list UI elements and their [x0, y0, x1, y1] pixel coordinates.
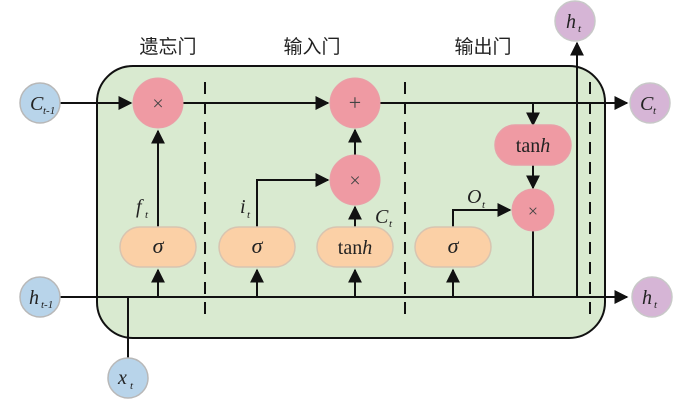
edge-it-to-input-mul	[256, 173, 330, 227]
node-h-prev: h t-1	[19, 276, 61, 318]
act-cell-tanh: tanh	[494, 124, 572, 166]
x-label: x	[117, 367, 127, 389]
h-out-right-sub: t	[654, 299, 658, 311]
node-c-prev: C t-1	[19, 82, 61, 124]
node-h-out-top: h t	[554, 0, 596, 42]
x-sub: t	[130, 380, 134, 392]
ft-sub: t	[145, 209, 149, 221]
tanh-label: tanh	[338, 237, 372, 259]
h-prev-sub: t-1	[41, 299, 53, 311]
gate-title-input: 输入门	[283, 36, 340, 58]
ft-main: f	[136, 196, 144, 218]
op-forget-multiply: ×	[132, 77, 184, 129]
label-ot: O t	[467, 186, 486, 211]
h-out-right-label: h	[642, 287, 652, 309]
ot-sub: t	[482, 199, 486, 211]
edge-bus-to-output-sigma	[355, 268, 460, 298]
edge-output-mul-to-hout	[532, 230, 629, 304]
edge-ot-to-output-mul	[452, 203, 512, 227]
gate-title-output: 输出门	[454, 36, 511, 58]
it-main: i	[240, 196, 246, 218]
op-input-multiply: ×	[329, 154, 381, 206]
plus-icon: +	[349, 90, 361, 115]
op-cell-add: +	[329, 77, 381, 129]
sigma-label: σ	[448, 233, 460, 258]
act-output-sigma: σ	[414, 226, 492, 268]
label-it: i t	[240, 196, 251, 221]
c-out-sub: t	[653, 105, 657, 117]
c-prev-sub: t-1	[43, 105, 55, 117]
act-forget-sigma: σ	[119, 226, 197, 268]
tanh-label: tanh	[516, 135, 550, 157]
multiply-icon: ×	[528, 201, 538, 221]
ct-main: C	[375, 206, 389, 228]
sigma-label: σ	[153, 233, 165, 258]
h-prev-label: h	[29, 287, 39, 309]
ct-sub: t	[389, 218, 393, 230]
h-out-top-sub: t	[578, 23, 582, 35]
ot-main: O	[467, 186, 481, 208]
act-candidate-tanh: tanh	[316, 226, 394, 268]
gate-title-forget: 遗忘门	[139, 36, 196, 58]
multiply-icon: ×	[349, 170, 360, 192]
c-prev-label: C	[30, 93, 44, 115]
sigma-label: σ	[252, 233, 264, 258]
node-h-out-right: h t	[631, 276, 673, 318]
label-ft: f t	[136, 196, 149, 221]
label-ct-candidate: C t	[375, 206, 393, 230]
c-out-label: C	[640, 93, 654, 115]
multiply-icon: ×	[152, 93, 163, 115]
act-input-sigma: σ	[218, 226, 296, 268]
h-out-top-label: h	[566, 11, 576, 33]
it-sub: t	[247, 209, 251, 221]
node-x: x t	[107, 357, 149, 399]
op-output-multiply: ×	[511, 188, 555, 232]
node-c-out: C t	[629, 82, 671, 124]
